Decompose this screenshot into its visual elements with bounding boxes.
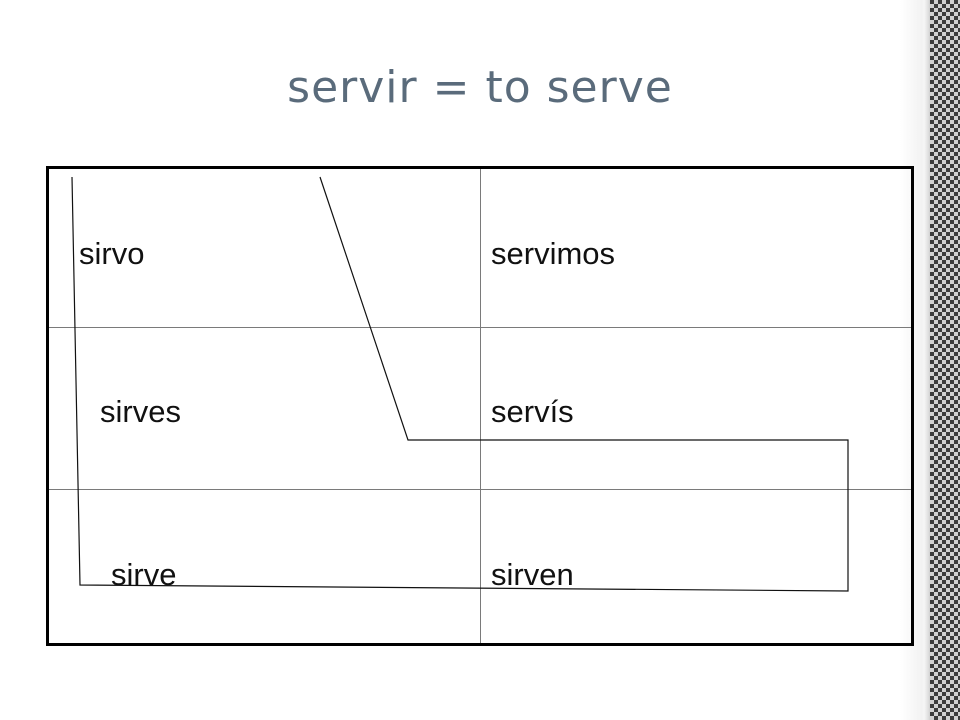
cell-ellos: sirven bbox=[491, 557, 574, 592]
decorative-border-strip bbox=[924, 0, 960, 720]
row-divider bbox=[49, 327, 911, 328]
row-divider bbox=[49, 489, 911, 490]
conjugation-table: sirvo servimos sirves servís sirve sirve… bbox=[46, 166, 914, 646]
cell-yo: sirvo bbox=[79, 236, 145, 271]
slide-title: servir = to serve bbox=[287, 62, 673, 113]
column-divider bbox=[480, 169, 481, 643]
cell-tu: sirves bbox=[100, 394, 181, 429]
cell-nosotros: servimos bbox=[491, 236, 616, 271]
cell-el: sirve bbox=[111, 557, 177, 592]
cell-vosotros: servís bbox=[491, 394, 574, 429]
